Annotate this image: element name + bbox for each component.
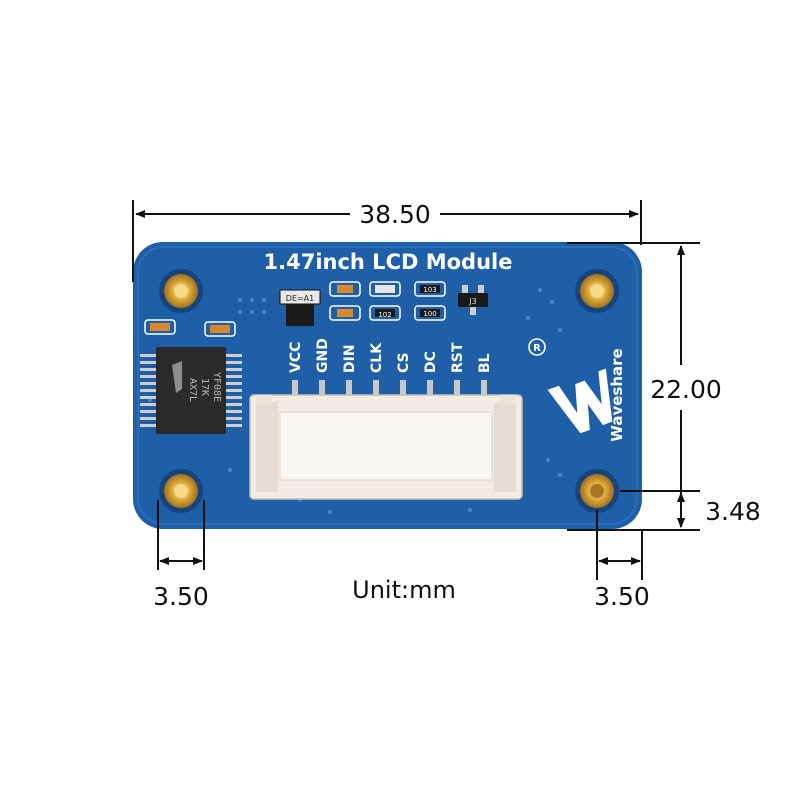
ti-logo-icon xyxy=(172,361,182,393)
smd-components: DE=A1 102 103 100 J3 xyxy=(144,281,488,337)
smd-label-2: 102 xyxy=(378,311,391,319)
svg-text:YF08E 17K AX7L: YF08E 17K AX7L xyxy=(187,372,222,408)
smd-label-0: DE=A1 xyxy=(286,294,314,303)
pin-label-din: DIN xyxy=(342,344,358,373)
mount-hole-bottom-right xyxy=(575,469,619,513)
dimension-hole-offset-left-label: 3.50 xyxy=(153,582,209,611)
dimension-hole-offset-right-label: 3.50 xyxy=(594,582,650,611)
waveshare-logo: R Waveshare xyxy=(528,338,626,442)
svg-text:R: R xyxy=(533,343,541,354)
pcb-vias xyxy=(148,288,620,514)
pin-label-cs: CS xyxy=(396,352,412,373)
dimension-hole-offset-left: 3.50 xyxy=(153,500,209,611)
ic-marking-1: 17K xyxy=(199,378,210,396)
pin-label-rst: RST xyxy=(450,342,466,373)
driver-ic: YF08E 17K AX7L xyxy=(140,347,242,434)
brand-name: Waveshare xyxy=(608,348,626,441)
pin-header-connector xyxy=(249,394,523,500)
pin-labels: VCC GND DIN CLK CS DC RST BL xyxy=(288,338,493,373)
smd-label-3: 100 xyxy=(423,310,436,318)
dimension-hole-offset-y-label: 3.48 xyxy=(705,497,761,526)
registered-mark xyxy=(528,338,546,356)
board-title: 1.47inch LCD Module xyxy=(264,250,513,274)
dimension-hole-offset-y: 3.48 xyxy=(620,490,761,528)
dimension-hole-offset-right: 3.50 xyxy=(594,510,650,611)
mount-hole-top-left xyxy=(159,269,203,313)
ic-marking-2: AX7L xyxy=(187,378,198,402)
pin-label-gnd: GND xyxy=(315,338,331,373)
pin-label-dc: DC xyxy=(423,351,439,373)
mount-hole-bottom-left xyxy=(159,469,203,513)
waveshare-logo-icon xyxy=(547,368,613,434)
dimension-width: 38.50 xyxy=(132,200,642,282)
smd-label-1: 103 xyxy=(423,286,436,294)
ic-marking-0: YF08E xyxy=(211,372,222,402)
dimension-height-label: 22.00 xyxy=(650,375,722,404)
dimension-width-label: 38.50 xyxy=(359,200,431,229)
pin-label-clk: CLK xyxy=(369,342,385,373)
pin-label-bl: BL xyxy=(477,353,493,373)
unit-label: Unit:mm xyxy=(352,576,456,604)
pin-label-vcc: VCC xyxy=(288,342,304,373)
mount-hole-top-right xyxy=(575,269,619,313)
smd-label-4: J3 xyxy=(468,297,476,306)
